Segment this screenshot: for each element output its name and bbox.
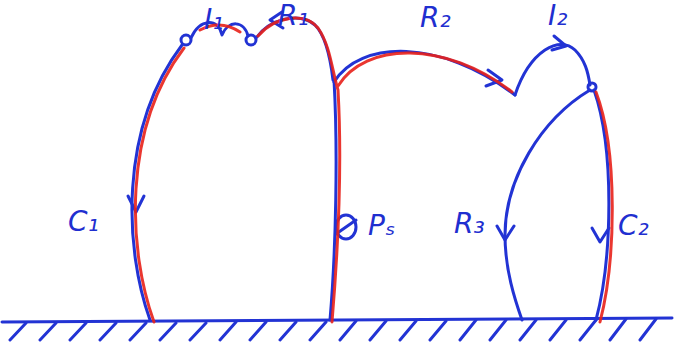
element-label: R₁ [278, 2, 309, 30]
highlight-path [135, 18, 339, 322]
element-label: R₃ [454, 210, 485, 238]
highlight-path [338, 53, 612, 322]
arrow-head [497, 226, 514, 240]
element-label: C₂ [618, 212, 649, 240]
ground-line [2, 318, 672, 322]
r2-wire [334, 51, 515, 95]
arrow-head [592, 228, 609, 242]
r3-wire [505, 90, 590, 320]
element-label: C₁ [68, 208, 99, 236]
node-dot [246, 35, 256, 45]
i2-element [515, 44, 590, 95]
c1-wire [132, 45, 182, 320]
element-label: I₂ [548, 2, 567, 30]
arrow-head [552, 36, 566, 50]
node-dot [181, 35, 191, 45]
element-label: Pₛ [368, 212, 395, 240]
element-label: R₂ [420, 4, 451, 32]
element-label: I₁ [204, 6, 223, 34]
